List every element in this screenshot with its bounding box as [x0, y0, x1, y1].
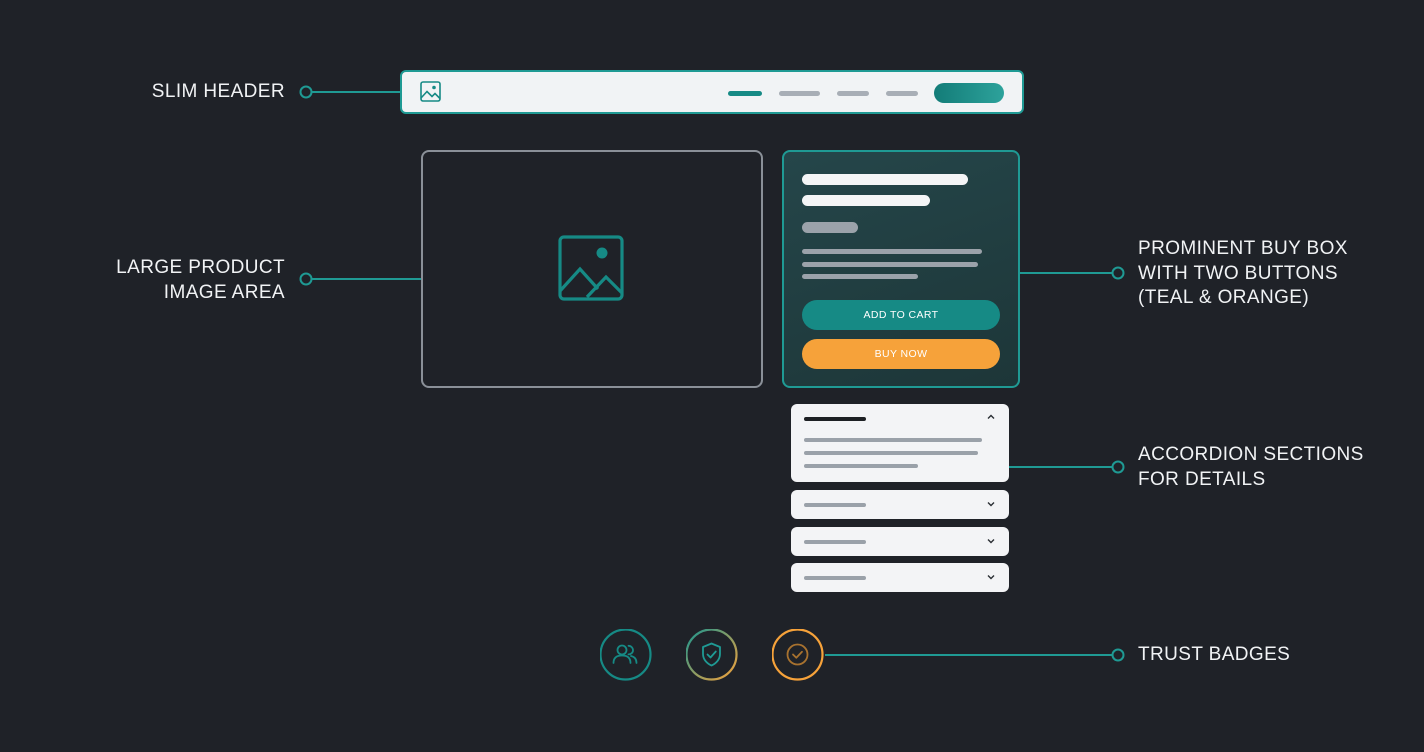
description-line	[802, 249, 982, 254]
chevron-down-icon	[986, 499, 996, 512]
accordion-section[interactable]	[791, 490, 1009, 519]
trust-badge-users	[600, 629, 652, 681]
chevron-up-icon	[986, 412, 996, 425]
slim-header	[400, 70, 1024, 114]
product-image-area[interactable]	[421, 150, 763, 388]
nav-link[interactable]	[837, 91, 869, 96]
chevron-down-icon	[986, 536, 996, 549]
accordion-title	[804, 502, 866, 507]
shield-check-icon	[686, 629, 738, 681]
accordion-content-line	[804, 464, 918, 468]
image-icon	[558, 235, 624, 306]
description-line	[802, 262, 978, 267]
callout-accordion: ACCORDION SECTIONS FOR DETAILS	[1138, 444, 1364, 490]
buy-now-button[interactable]: BUY NOW	[802, 339, 1000, 369]
accordion-content-line	[804, 438, 982, 442]
check-circle-icon	[772, 629, 824, 681]
accordion-content-line	[804, 451, 978, 455]
accordion-title	[804, 539, 866, 544]
accordion-title	[804, 417, 866, 421]
header-cta-button[interactable]	[934, 83, 1004, 103]
nav-link-active[interactable]	[728, 91, 762, 96]
accordion-section[interactable]	[791, 527, 1009, 556]
accordion-title	[804, 575, 866, 580]
callout-buy-box: PROMINENT BUY BOX WITH TWO BUTTONS (TEAL…	[1138, 238, 1348, 308]
chevron-down-icon	[986, 572, 996, 585]
product-title-line	[802, 174, 968, 185]
nav-link[interactable]	[779, 91, 820, 96]
accordion-section-open[interactable]	[791, 404, 1009, 482]
image-icon[interactable]	[420, 81, 441, 107]
callout-slim-header: SLIM HEADER	[151, 81, 285, 102]
description-line	[802, 274, 918, 279]
nav-link[interactable]	[886, 91, 918, 96]
trust-badge-security	[686, 629, 738, 681]
price-placeholder	[802, 222, 858, 233]
accordion-section[interactable]	[791, 563, 1009, 592]
buy-box: ADD TO CART BUY NOW	[782, 150, 1020, 388]
callout-product-image: LARGE PRODUCT IMAGE AREA	[116, 257, 285, 303]
product-title-line	[802, 195, 930, 206]
callout-trust-badges: TRUST BADGES	[1138, 644, 1291, 665]
add-to-cart-button[interactable]: ADD TO CART	[802, 300, 1000, 330]
users-icon	[600, 629, 652, 681]
trust-badge-verified	[772, 629, 824, 681]
